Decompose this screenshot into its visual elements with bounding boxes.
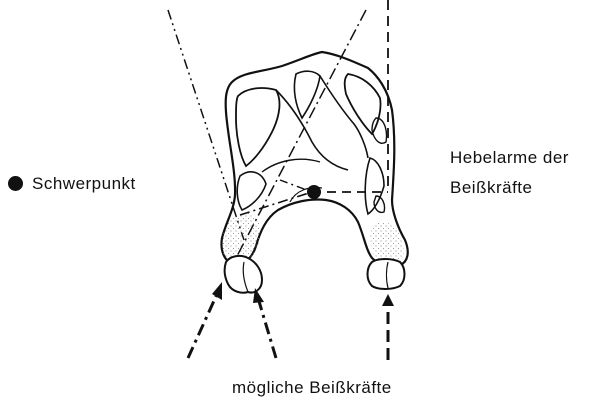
legend-marker [8,176,23,191]
bite-arrow-right-head [382,294,394,306]
skull-strut-3 [262,159,320,172]
bite-arrow-left-shaft [188,292,218,358]
hebelarme-label-line1: Hebelarme der [450,148,569,168]
center-of-gravity-dot [307,185,321,199]
left-lower-fenestra [237,172,266,210]
legend-schwerpunkt-label: Schwerpunkt [32,174,136,194]
left-fenestra [236,88,279,166]
force-line-diagonal-dashdot [236,10,366,258]
lever-arm-upper-dashdot [280,180,312,192]
bite-arrow-middle-shaft [258,298,276,358]
upper-fenestra [294,71,320,118]
skull-strut-2 [320,76,368,158]
beisskraefte-label: mögliche Beißkräfte [232,378,392,398]
right-fenestra [345,74,381,134]
hebelarme-label-line2: Beißkräfte [450,178,532,198]
